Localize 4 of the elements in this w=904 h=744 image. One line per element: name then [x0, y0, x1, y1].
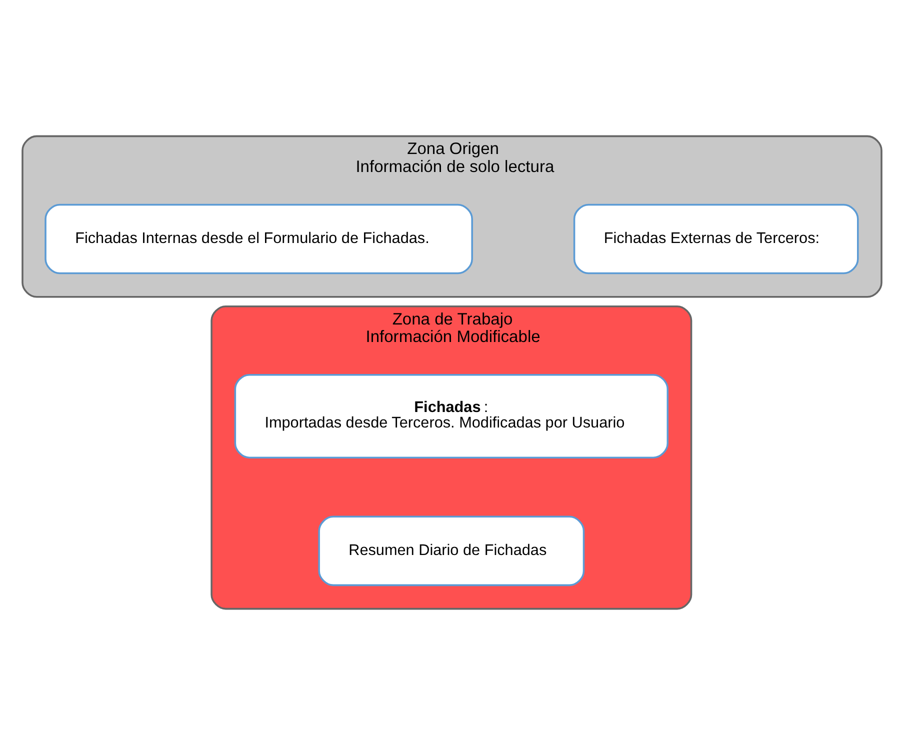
node-box: Fichadas Internas desde el Formulario de Fichadas.: [44, 203, 473, 274]
node-box: Fichadas: Importadas desde Terceros. Modificadas por Usuario: [234, 373, 669, 458]
node-box: Fichadas Externas de Terceros:: [573, 203, 859, 274]
node-box: Resumen Diario de Fichadas: [318, 515, 585, 586]
